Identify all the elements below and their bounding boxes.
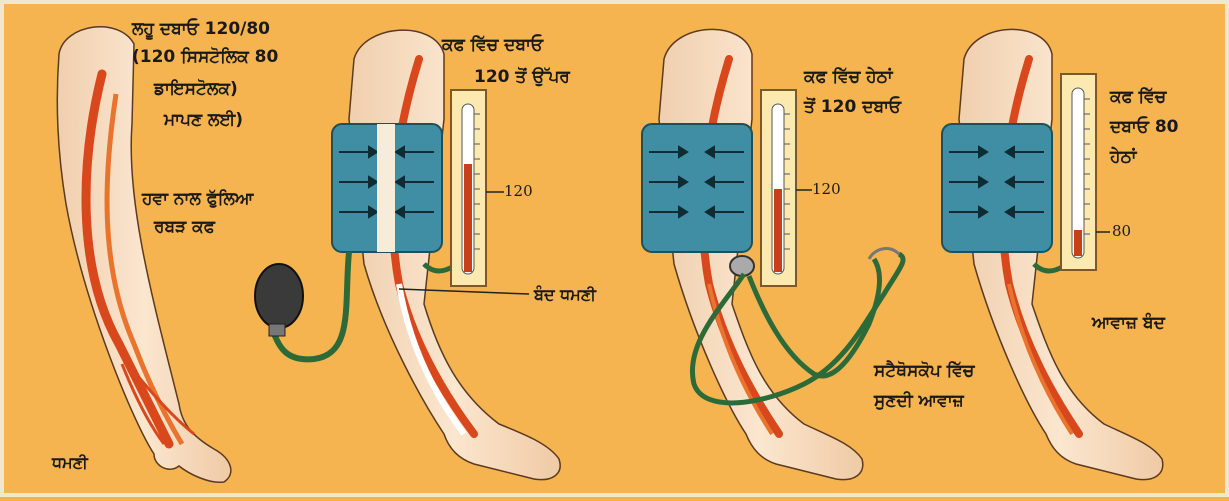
panel3-label-line2: ਤੋਂ 120 ਦਬਾਓ (804, 96, 901, 119)
panel4-label-line2: ਦਬਾਓ 80 (1110, 116, 1178, 139)
gauge3-value: 120 (812, 180, 841, 198)
cuff-4 (942, 124, 1052, 252)
arm-2 (255, 30, 560, 480)
closed-artery-label: ਬੰਦ ਧਮਣੀ (534, 284, 596, 306)
pump-bulb (255, 264, 303, 328)
panel1-title-line2: (120 ਸਿਸਟੋਲਿਕ 80 (132, 46, 278, 69)
panel3-label-line1: ਕਫ ਵਿੱਚ ਹੇਠਾਂ (804, 66, 893, 89)
stethoscope-label-line2: ਸੁਣਦੀ ਆਵਾਜ਼ (874, 390, 964, 413)
panel4-label-line3: ਹੇਠਾਂ (1110, 146, 1136, 169)
panel2-label-line1: ਕਫ ਵਿੱਚ ਦਬਾਓ (442, 34, 543, 57)
panel2-label-line2: 120 ਤੋਂ ਉੱਪਰ (474, 66, 570, 89)
panel1-title-line1: ਲਹੂ ਦਬਾਓ 120/80 (132, 18, 270, 41)
panel1-title-line3: ਡਾਇਸਟੋਲਕ) (154, 78, 238, 101)
gauge4-value: 80 (1112, 222, 1131, 240)
sound-stop-label: ਆਵਾਜ਼ ਬੰਦ (1092, 312, 1165, 335)
cuff-label-line2: ਰਬੜ ਕਫ (154, 216, 215, 239)
cuff-3 (642, 124, 752, 252)
artery-label: ਧਮਣੀ (52, 452, 88, 474)
panel1-title-line4: ਮਾਪਣ ਲਈ) (164, 109, 243, 132)
stethoscope-label-line1: ਸਟੈਥੋਸਕੋਪ ਵਿੱਚ (874, 360, 974, 383)
cuff-label-line1: ਹਵਾ ਨਾਲ ਫੁੱਲਿਆ (142, 188, 253, 211)
gauge2-value: 120 (504, 182, 533, 200)
panel4-label-line1: ਕਫ ਵਿੱਚ (1110, 86, 1166, 109)
